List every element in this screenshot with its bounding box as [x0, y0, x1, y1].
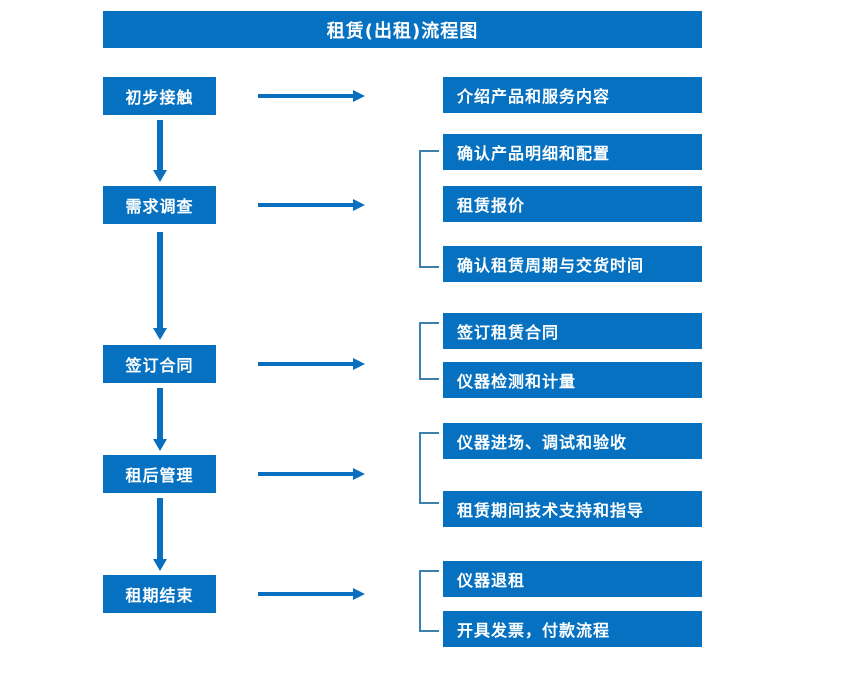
- detail-box-invoice-payment[interactable]: 开具发票，付款流程: [443, 611, 702, 647]
- detail-box-confirm-rental-period[interactable]: 确认租赁周期与交货时间: [443, 246, 702, 282]
- diagram-title: 租赁(出租)流程图: [103, 11, 702, 48]
- detail-box-introduce-products[interactable]: 介绍产品和服务内容: [443, 77, 702, 113]
- branch-arrow-right-5: [258, 586, 365, 602]
- detail-box-instrument-return[interactable]: 仪器退租: [443, 561, 702, 597]
- detail-box-instrument-entry-commissioning[interactable]: 仪器进场、调试和验收: [443, 423, 702, 459]
- flow-arrow-down-3: [153, 388, 167, 451]
- detail-box-sign-rental-contract[interactable]: 签订租赁合同: [443, 313, 702, 349]
- flow-arrow-down-1: [153, 120, 167, 182]
- stage-box-initial-contact[interactable]: 初步接触: [103, 77, 216, 115]
- branch-arrow-right-3: [258, 356, 365, 372]
- detail-box-technical-support[interactable]: 租赁期间技术支持和指导: [443, 491, 702, 527]
- detail-box-rental-quotation[interactable]: 租赁报价: [443, 186, 702, 222]
- flow-arrow-down-4: [153, 498, 167, 571]
- bracket-connector-group-5: [419, 570, 439, 632]
- stage-box-rental-end[interactable]: 租期结束: [103, 575, 216, 613]
- branch-arrow-right-2: [258, 197, 365, 213]
- branch-arrow-right-1: [258, 88, 365, 104]
- flow-arrow-down-2: [153, 232, 167, 340]
- bracket-connector-group-2: [419, 150, 439, 268]
- bracket-connector-group-3: [419, 322, 439, 380]
- stage-box-demand-survey[interactable]: 需求调查: [103, 186, 216, 224]
- detail-box-confirm-product-details[interactable]: 确认产品明细和配置: [443, 134, 702, 170]
- bracket-connector-group-4: [419, 432, 439, 504]
- stage-box-sign-contract[interactable]: 签订合同: [103, 345, 216, 383]
- stage-box-post-rental-management[interactable]: 租后管理: [103, 455, 216, 493]
- detail-box-instrument-inspection[interactable]: 仪器检测和计量: [443, 362, 702, 398]
- branch-arrow-right-4: [258, 466, 365, 482]
